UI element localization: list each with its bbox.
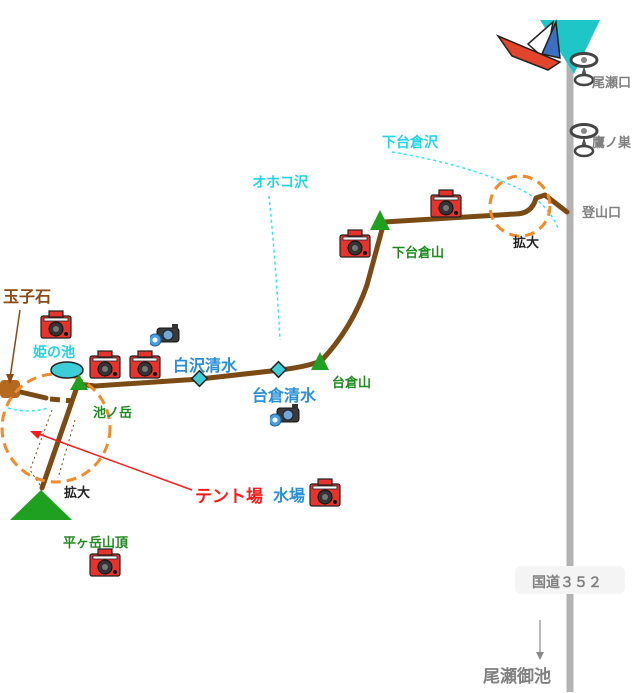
daikura-shimizu-label: 台倉清水	[252, 386, 317, 405]
camera-icon[interactable]	[430, 189, 462, 221]
peak-triangle-icon	[370, 210, 390, 230]
boat-icon	[495, 19, 600, 74]
camera-icon[interactable]	[89, 350, 121, 382]
route-352-label-bg	[515, 566, 625, 594]
daikurayama-label: 台倉山	[332, 376, 372, 391]
kakudai-right-label[interactable]: 拡大	[513, 236, 540, 251]
mizuba-label: 水場	[273, 486, 306, 505]
tamagoishi-label: 玉子石	[3, 287, 52, 306]
tamagoishi-pointer	[9, 309, 21, 379]
peak-triangle-icon	[311, 352, 329, 370]
camera-icon[interactable]	[309, 478, 341, 510]
ikenodake-label: 池ノ岳	[93, 406, 133, 421]
camera-icon[interactable]	[89, 548, 121, 580]
zoom-circle-left	[0, 372, 112, 484]
camera-icon[interactable]	[129, 350, 161, 382]
tentjo-arrowhead	[30, 431, 42, 439]
camera-icon[interactable]	[339, 229, 371, 261]
tentjo-label: テント場	[195, 487, 263, 507]
peak-triangle-icon	[10, 490, 72, 520]
ohokozawa-creek	[268, 195, 281, 341]
summit-path-dotted	[57, 419, 76, 479]
camera-icon[interactable]	[40, 310, 72, 342]
tamagoishi-rock	[0, 380, 20, 398]
himenoike-pond	[50, 361, 84, 379]
kakudai-left-label[interactable]: 拡大	[64, 486, 91, 501]
tozanguchi-label: 登山口	[582, 206, 622, 221]
ozemiike-label: 尾瀬御池	[483, 667, 551, 687]
tamagoishi-side-trail-dashed	[49, 396, 75, 404]
creek-near-summit	[7, 407, 49, 412]
ozeguchi-label: 尾瀬口	[592, 76, 632, 91]
shimodaikurayama-label: 下台倉山	[392, 246, 445, 261]
water-source-icon	[269, 360, 288, 379]
peak-triangle-icon	[70, 374, 88, 390]
hiking-trail	[39, 192, 570, 491]
hiragatake-summit-label: 平ヶ岳山頂	[63, 536, 129, 551]
zoom-circle-right	[488, 174, 552, 238]
route-352-label: 国道３５２	[532, 575, 602, 591]
photo-camera-icon[interactable]	[150, 322, 180, 348]
shimodaikurazawa-label: 下台倉沢	[382, 135, 438, 151]
shirasawa-shimizu-label: 白沢清水	[173, 356, 238, 375]
water-source-icon	[190, 369, 209, 388]
himenoike-label: 姫の池	[33, 345, 75, 361]
tentjo-arrow	[35, 432, 193, 491]
takanosu-label: 鷹ノ巣	[592, 136, 632, 151]
ohokozawa-label: オホコ沢	[252, 175, 308, 191]
summit-path-dotted	[29, 409, 53, 489]
ozemiike-arrowhead	[536, 652, 544, 660]
tamagoishi-pointer-head	[6, 374, 14, 384]
